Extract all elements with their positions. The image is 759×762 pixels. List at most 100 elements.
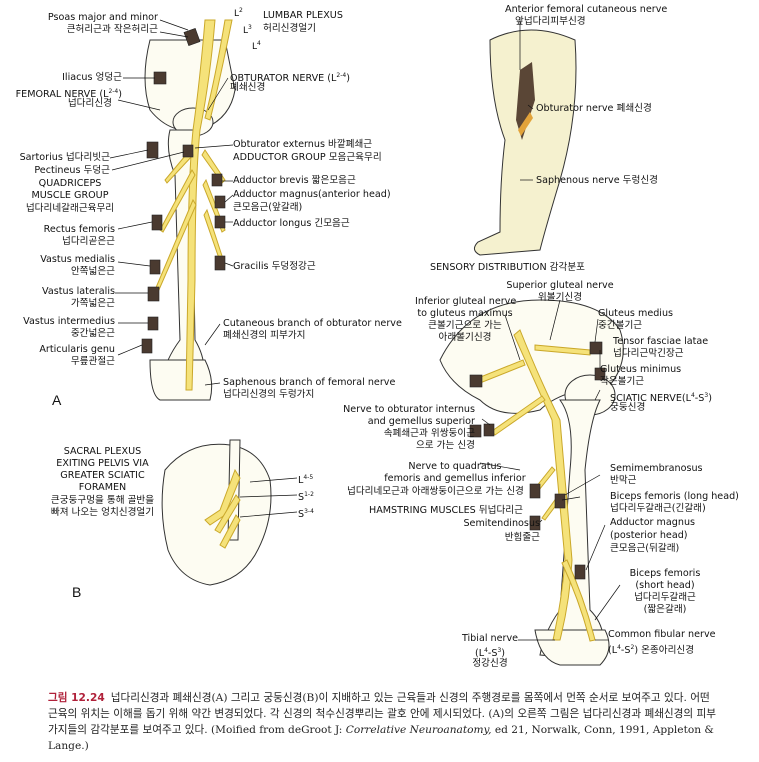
obturator-nerve-label: OBTURATOR NERVE (L2-4) (230, 72, 350, 85)
tibial-ko: 정강신경 (472, 658, 508, 669)
cutaneous-obturator-ko: 폐쇄신경의 피부가지 (223, 330, 306, 341)
gluteus-medius-ko: 중간볼기근 (598, 320, 643, 331)
anterior-cutaneous-ko: 앞넙다리피부신경 (515, 16, 586, 27)
root-l2: L2 (234, 7, 243, 19)
superior-gluteal-branch (534, 344, 591, 356)
psoas-ko-label: 큰허리근과 작은허리근 (66, 24, 158, 35)
quadratus-ko: 넙다리네모근과 아래쌍둥이근으로 가는 신경 (347, 486, 524, 497)
inferior-gluteal-ko1: 큰볼기근으로 가는 (428, 320, 502, 331)
sacral-plexus-line2: EXITING PELVIS VIA (56, 458, 149, 469)
leader-lines (109, 17, 621, 641)
pectineus-label: Pectineus 두덩근 (34, 165, 110, 176)
tibial-roots: (L4-S3) (474, 647, 506, 660)
sensory-obturator-label: Obturator nerve 폐쇄신경 (536, 103, 652, 114)
panel-letter-b: B (72, 584, 82, 600)
vastus-lateralis-label: Vastus lateralis (42, 286, 115, 297)
caption-text-end: ed 21, Norwalk, Conn, 1991, Appleton & L… (48, 724, 714, 752)
articularis-ko: 무릎관절근 (70, 356, 115, 367)
panel-a-nerves (154, 19, 233, 391)
vastus-intermedius-label: Vastus intermedius (23, 316, 115, 327)
sciatic-ko: 궁둥신경 (610, 402, 646, 413)
figure-number: 그림 12.24 (48, 692, 105, 704)
gluteus-minimus-ko: 작은볼기근 (600, 376, 645, 387)
quadriceps-label-2: MUSCLE GROUP (31, 190, 109, 201)
obturator-externus-label: Obturator externus 바깥폐쇄근 (233, 139, 373, 150)
obturator-internus-1: Nerve to obturator internus (343, 404, 475, 415)
sacral-plexus-line3: GREATER SCIATIC (60, 470, 145, 481)
sensory-title: SENSORY DISTRIBUTION 감각분포 (430, 262, 585, 273)
adductor-magnus-ko: 큰모음근(앞갈래) (233, 202, 303, 213)
biceps-long-ko: 넙다리두갈래근(긴갈래) (610, 503, 706, 514)
anterior-cutaneous-label: Anterior femoral cutaneous nerve (505, 4, 668, 15)
semimembranosus-ko: 반막근 (610, 475, 637, 486)
biceps-short-ko2: (짧은갈래) (643, 604, 687, 615)
vastus-intermedius-ko: 중간넓은근 (70, 328, 115, 339)
psoas-label: Psoas major and minor (47, 12, 158, 23)
obturator-internus-ko2: 으로 가는 신경 (415, 440, 475, 451)
adductor-brevis-label: Adductor brevis 짧은모음근 (233, 175, 356, 186)
biceps-short-1: Biceps femoris (629, 568, 701, 579)
sensory-leg (474, 29, 577, 256)
saphenous-branch-label: Saphenous branch of femoral nerve (223, 377, 396, 388)
gluteus-medius-label: Gluteus medius (598, 308, 674, 319)
panel-c-muscle-stumps (469, 341, 606, 580)
rectus-femoris-ko: 넙다리곧은근 (62, 236, 115, 247)
root-l3: L3 (243, 24, 252, 36)
inferior-gluteal-2: to gluteus maximus (417, 308, 513, 319)
hamstring-label: HAMSTRING MUSCLES 뒤넙다리근 (369, 505, 523, 516)
adductor-magnus-posterior-1: Adductor magnus (610, 517, 696, 528)
tensor-ko: 넙다리근막긴장근 (613, 348, 684, 359)
femoral-nerve-ko: 넙다리신경 (67, 98, 112, 109)
quadratus-2: femoris and gemellus inferior (384, 473, 526, 484)
obturator-nerve-ko: 폐쇄신경 (230, 82, 266, 93)
sciatic-label: SCIATIC NERVE(L4-S3) (610, 392, 712, 405)
caption-book-title: Correlative Neuroanatomy, (345, 724, 492, 736)
semitendinosus-ko: 반힘줄근 (504, 532, 540, 543)
quadratus-1: Nerve to quadratus (408, 461, 502, 472)
gracilis-label: Gracilis 두덩정강근 (233, 261, 316, 272)
caption-text: 넙다리신경과 폐쇄신경(A) 그리고 궁둥신경(B)이 지배하고 있는 근육들과… (48, 692, 717, 736)
tibial-label: Tibial nerve (461, 633, 519, 644)
rectus-femoris-label: Rectus femoris (43, 224, 115, 235)
articularis-label: Articularis genu (39, 344, 115, 355)
biceps-short-2: (short head) (635, 580, 695, 591)
biceps-short-ko1: 넙다리두갈래근 (634, 592, 696, 603)
posterior-knee (534, 629, 610, 666)
obturator-nerve-trunk (204, 19, 233, 121)
vastus-lateralis-ko: 가쪽넓은근 (70, 298, 115, 309)
quadriceps-label-1: QUADRICEPS (38, 178, 102, 189)
sensory-saphenous-label: Saphenous nerve 두렁신경 (536, 175, 658, 186)
saphenous-branch-ko: 넙다리신경의 두렁가지 (223, 389, 315, 400)
adductor-magnus-posterior-2: (posterior head) (610, 530, 688, 541)
sacral-plexus-line4: FORAMEN (78, 482, 127, 493)
semimembranosus-label: Semimembranosus (610, 463, 703, 474)
knee-bone (149, 359, 213, 401)
iliacus-label: Iliacus 엉덩근 (62, 72, 122, 83)
cutaneous-obturator-label: Cutaneous branch of obturator nerve (223, 318, 402, 329)
root-s12: S1-2 (298, 491, 314, 504)
tensor-label: Tensor fasciae latae (613, 336, 709, 347)
femoral-nerve-label: FEMORAL NERVE (L2-4) (15, 88, 122, 101)
sartorius-label: Sartorius 넙다리빗근 (19, 152, 110, 163)
common-fibular-label: Common fibular nerve (608, 629, 716, 640)
vastus-medialis-label: Vastus medialis (40, 254, 115, 265)
quadriceps-ko: 넙다리네갈래근육무리 (25, 203, 115, 214)
biceps-long-label: Biceps femoris (long head) (610, 491, 739, 502)
vastus-medialis-ko: 안쪽넓은근 (70, 266, 115, 277)
obturator-internus-ko1: 속폐쇄근과 위쌍둥이근 (383, 428, 475, 439)
panel-c-drawing (439, 299, 624, 666)
femoral-branch-2 (159, 168, 196, 233)
semitendinosus-label: Semitendinosus (463, 518, 540, 529)
lumbar-plexus-ko: 허리신경얼기 (263, 23, 316, 34)
gluteus-minimus-label: Gluteus minimus (600, 364, 682, 375)
anatomy-illustrations (109, 17, 624, 666)
inferior-gluteal-1: Inferior gluteal nerve (415, 296, 517, 307)
superior-gluteal-ko: 위볼기신경 (537, 292, 583, 303)
root-s34: S3-4 (298, 508, 314, 521)
superior-gluteal-label: Superior gluteal nerve (506, 280, 614, 291)
root-l4: L4 (252, 40, 261, 52)
adductor-group-label: ADDUCTOR GROUP 모음근육무리 (233, 152, 382, 163)
panel-letter-a: A (52, 392, 62, 408)
adductor-longus-label: Adductor longus 긴모음근 (233, 218, 350, 229)
